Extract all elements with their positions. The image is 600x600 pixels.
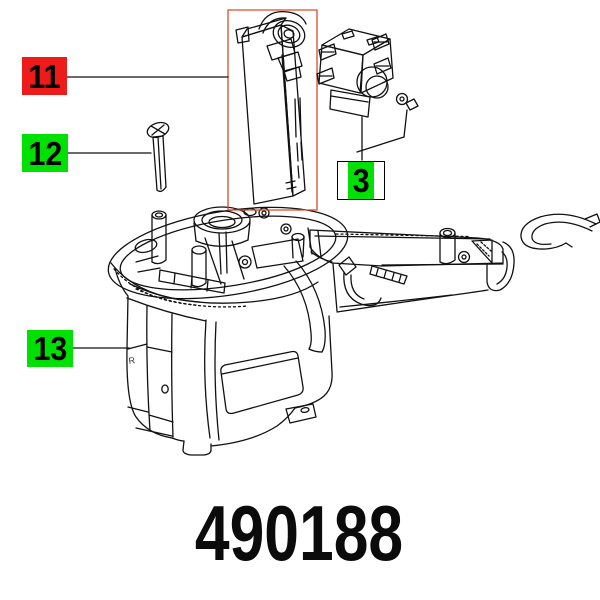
leader-lines <box>66 76 363 349</box>
housing-handle-arm <box>309 227 515 313</box>
callout-3-label: 3 <box>352 162 370 199</box>
switch-terminals <box>316 33 392 85</box>
plug-wire-drawing <box>356 92 419 153</box>
callout-11[interactable]: 11 <box>22 57 67 95</box>
housing-internals <box>129 206 322 308</box>
switch-drawing <box>316 28 394 118</box>
cable-ring <box>258 10 307 48</box>
part-number: 490188 <box>59 494 539 572</box>
screw-drawing <box>146 121 170 193</box>
callout-11-label: 11 <box>28 57 61 95</box>
housing-rim-outer <box>107 206 349 300</box>
highlight-box <box>227 9 318 211</box>
callout-12[interactable]: 12 <box>22 134 68 172</box>
callout-3-green-fill <box>348 162 374 199</box>
callout-3[interactable]: 3 <box>337 161 385 200</box>
plug-head <box>395 92 409 106</box>
callout-13-label: 13 <box>33 330 67 367</box>
housing-body: R <box>114 251 338 456</box>
part-number-text: 490188 <box>194 489 404 577</box>
cord-hook-drawing <box>520 213 600 250</box>
callout-13[interactable]: 13 <box>27 330 73 367</box>
housing-side-panel <box>220 350 304 415</box>
electronics-module-drawing <box>235 10 307 205</box>
housing-hole <box>161 384 169 394</box>
housing-foot <box>182 440 212 456</box>
tool-housing-drawing: R <box>107 206 515 456</box>
housing-mold-mark: R <box>128 355 136 366</box>
callout-12-label: 12 <box>28 134 62 172</box>
